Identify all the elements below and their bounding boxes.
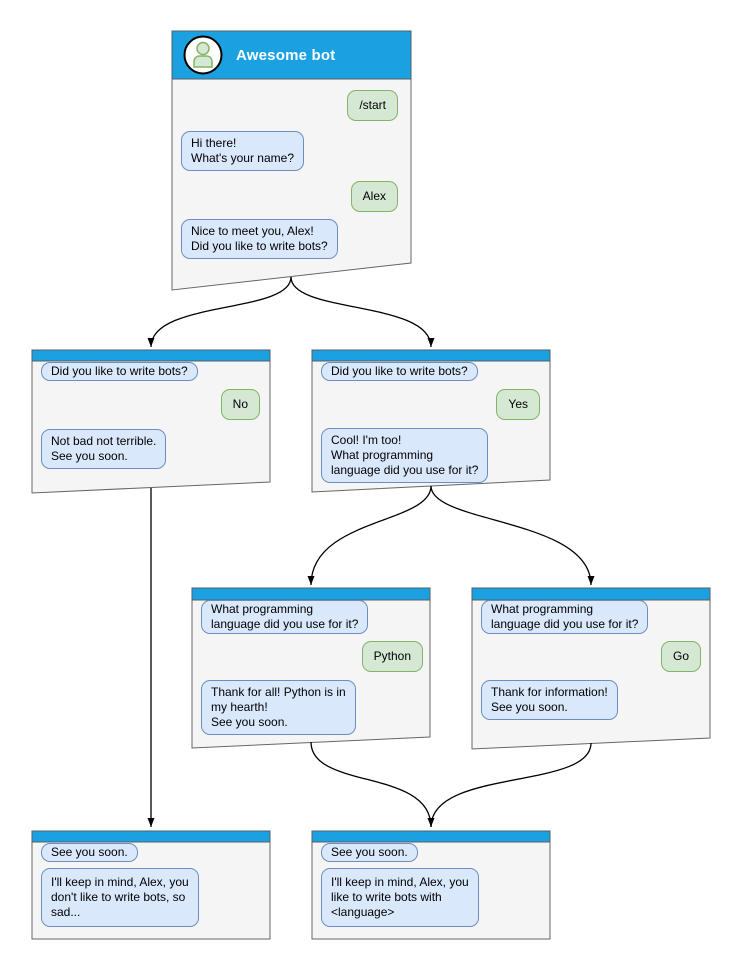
connector-go-to-end xyxy=(430,742,592,828)
bot-message-see-you-soon: See you soon. xyxy=(41,843,138,862)
connector-yes-to-go xyxy=(430,485,595,586)
bot-message-cool: Cool! I'm too! What programming language… xyxy=(321,428,489,483)
bot-message-thanks-info: Thank for information! See you soon. xyxy=(481,680,618,720)
user-message-python: Python xyxy=(361,641,423,672)
user-message-yes: Yes xyxy=(496,389,540,420)
user-message-start: /start xyxy=(347,90,398,121)
bot-message-question-language: What programming language did you use fo… xyxy=(481,600,649,634)
window-end-yes-titlebar xyxy=(311,830,551,843)
bot-message-greeting: Hi there! What's your name? xyxy=(181,131,305,171)
bot-message-question-bots: Did you like to write bots? xyxy=(41,362,198,381)
bot-message-keep-in-mind-yes: I'll keep in mind, Alex, you like to wri… xyxy=(321,868,479,927)
connector-root-to-yes xyxy=(290,276,435,348)
bot-message-not-bad: Not bad not terrible. See you soon. xyxy=(41,429,167,469)
user-message-name: Alex xyxy=(350,181,398,212)
bot-avatar-icon xyxy=(183,35,223,75)
connector-python-to-end xyxy=(310,741,435,828)
root-window-header: Awesome bot xyxy=(172,31,411,79)
bot-name-title: Awesome bot xyxy=(236,46,336,64)
user-message-no: No xyxy=(220,389,260,420)
bot-message-see-you-soon: See you soon. xyxy=(321,843,418,862)
connector-yes-to-python xyxy=(307,485,432,586)
user-message-go: Go xyxy=(660,641,701,672)
window-no-branch-titlebar xyxy=(31,349,271,362)
bot-message-nice-to-meet: Nice to meet you, Alex! Did you like to … xyxy=(181,219,338,259)
window-yes-branch-titlebar xyxy=(311,349,551,362)
bot-message-question-bots: Did you like to write bots? xyxy=(321,362,478,381)
window-go-branch-titlebar xyxy=(471,587,711,601)
bot-message-keep-in-mind-no: I'll keep in mind, Alex, you don't like … xyxy=(41,868,199,927)
bot-message-question-language: What programming language did you use fo… xyxy=(201,600,369,634)
window-end-no-titlebar xyxy=(31,830,271,843)
window-python-branch-titlebar xyxy=(191,587,431,601)
bot-message-thanks-python: Thank for all! Python is in my hearth! S… xyxy=(201,680,356,735)
connector-root-to-no xyxy=(147,276,292,348)
